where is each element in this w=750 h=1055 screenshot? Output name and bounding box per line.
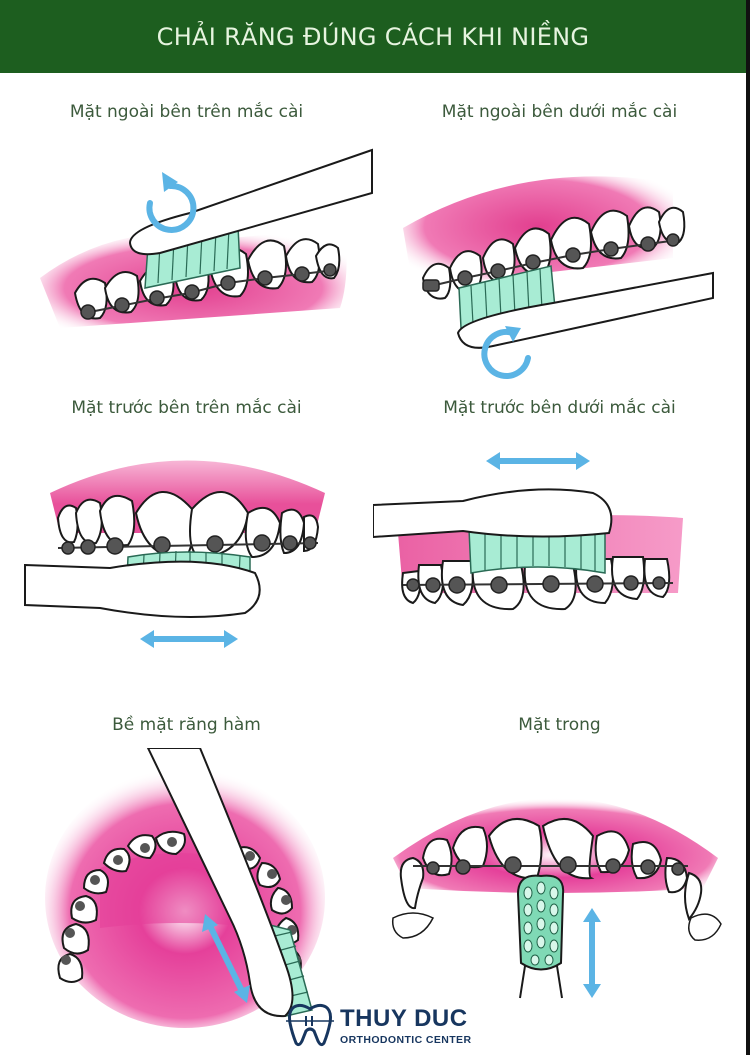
logo-name: THUY DUC xyxy=(340,1004,468,1032)
panel-caption: Mặt ngoài bên dưới mắc cài xyxy=(441,102,678,122)
panel-outer-lower: Mặt ngoài bên dưới mắc cài xyxy=(373,73,746,379)
panel-molar-surface: Bề mặt răng hàm xyxy=(0,693,373,1028)
panel-outer-upper: Mặt ngoài bên trên mắc cài xyxy=(0,73,373,373)
double-arrow-horizontal-icon xyxy=(486,452,590,470)
page-title: CHẢI RĂNG ĐÚNG CÁCH KHI NIỀNG xyxy=(156,22,590,51)
header-banner: CHẢI RĂNG ĐÚNG CÁCH KHI NIỀNG xyxy=(0,0,746,73)
panel-front-upper: Mặt trước bên trên mắc cài xyxy=(0,373,373,693)
brushing-illustration xyxy=(403,176,714,379)
image-border xyxy=(746,0,750,1055)
double-arrow-horizontal-icon xyxy=(140,630,238,648)
brushing-illustration xyxy=(373,452,683,611)
clinic-logo: THUY DUC ORTHODONTIC CENTER xyxy=(286,1003,471,1049)
brushing-illustration xyxy=(24,460,325,648)
brushing-illustration xyxy=(391,798,722,999)
double-arrow-vertical-icon xyxy=(583,908,601,998)
brushing-illustration xyxy=(40,148,373,328)
panel-inner-surface: Mặt trong xyxy=(373,693,746,1003)
logo-subtitle: ORTHODONTIC CENTER xyxy=(340,1033,472,1046)
double-arrow-diagonal-icon xyxy=(202,914,250,1003)
panel-caption: Mặt trước bên trên mắc cài xyxy=(71,398,302,418)
logo-text: THUY DUC ORTHODONTIC CENTER xyxy=(340,1004,472,1046)
panel-caption: Mặt ngoài bên trên mắc cài xyxy=(69,102,304,122)
rotate-arrow-icon xyxy=(146,172,197,233)
brushing-illustration xyxy=(45,748,325,1028)
panel-caption: Mặt trước bên dưới mắc cài xyxy=(443,398,676,418)
panel-caption: Mặt trong xyxy=(518,715,601,735)
panel-front-lower: Mặt trước bên dưới mắc cài xyxy=(373,373,746,693)
panel-caption: Bề mặt răng hàm xyxy=(112,715,261,735)
rotate-arrow-icon xyxy=(481,326,531,379)
tooth-braces-icon xyxy=(286,1003,334,1047)
